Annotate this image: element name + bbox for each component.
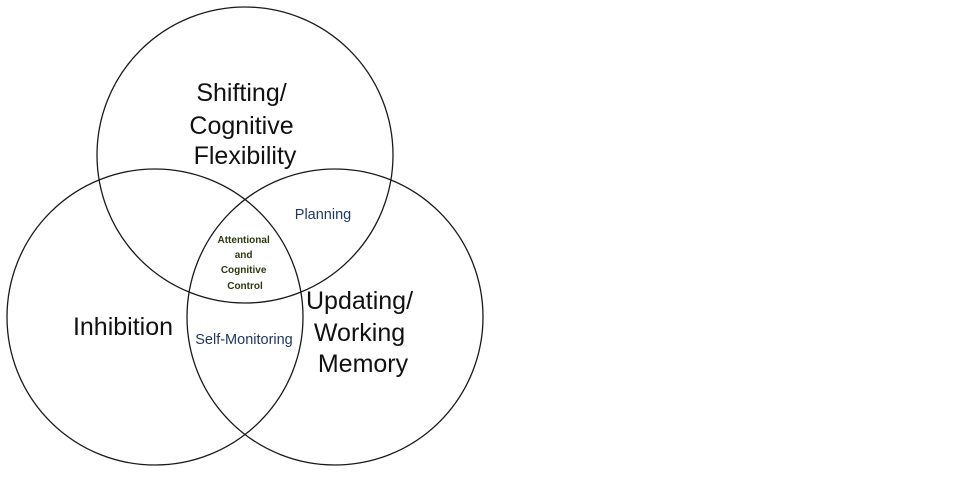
circle-shifting (96, 6, 394, 304)
label-shifting-line-1: Shifting/ (196, 79, 286, 107)
label-inhibition-line-1: Inhibition (73, 313, 173, 341)
label-center-line-3: Cognitive (221, 265, 267, 276)
label-center-line-2: and (235, 250, 253, 261)
label-shifting-line-2: Cognitive (189, 112, 293, 140)
label-self-monitoring: Self-Monitoring (195, 332, 293, 348)
circle-updating (186, 168, 484, 466)
label-updating-line-2: Working (314, 319, 405, 347)
label-shifting-line-3: Flexibility (194, 142, 297, 170)
label-updating: Updating/ Working Memory (306, 287, 420, 378)
label-updating-line-1: Updating/ (306, 287, 413, 315)
label-center-line-4: Control (227, 281, 263, 292)
label-updating-line-3: Memory (318, 350, 409, 378)
label-shifting: Shifting/ Cognitive Flexibility (189, 79, 300, 170)
label-inhibition: Inhibition (73, 313, 173, 341)
circle-inhibition (6, 168, 304, 466)
label-center-line-1: Attentional (218, 235, 270, 246)
label-attentional-control: Attentional and Cognitive Control (218, 235, 273, 292)
label-planning: Planning (295, 207, 351, 223)
